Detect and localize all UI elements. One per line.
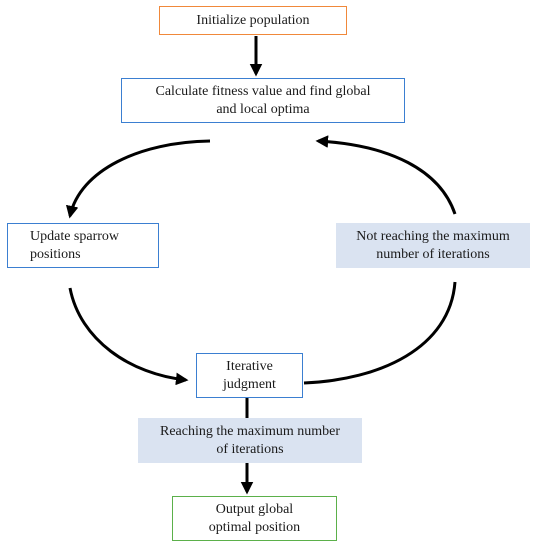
reaching-max-iterations-label: Reaching the maximum number of iteration…: [159, 423, 340, 457]
iterative-judgment-node: Iterative judgment: [196, 353, 303, 398]
update-sparrow-positions-node: Update sparrow positions: [7, 223, 159, 268]
output-optimal-position-label: Output global optimal position: [208, 501, 301, 535]
reaching-max-iterations-node: Reaching the maximum number of iteration…: [138, 418, 362, 463]
calculate-fitness-node: Calculate fitness value and find global …: [121, 78, 405, 123]
not-reaching-max-iterations-label: Not reaching the maximum number of itera…: [356, 228, 510, 262]
arrow-judgment-to-notreaching: [303, 281, 457, 385]
not-reaching-max-iterations-node: Not reaching the maximum number of itera…: [336, 223, 530, 268]
arrow-calc-to-update: [65, 139, 211, 219]
update-sparrow-positions-label: Update sparrow positions: [30, 228, 120, 262]
arrow-notreaching-to-calc: [315, 135, 457, 215]
initialize-population-label: Initialize population: [196, 12, 310, 28]
initialize-population-node: Initialize population: [159, 6, 347, 35]
output-optimal-position-node: Output global optimal position: [172, 496, 337, 541]
iterative-judgment-label: Iterative judgment: [223, 358, 276, 392]
calculate-fitness-label: Calculate fitness value and find global …: [155, 83, 371, 117]
arrow-update-to-judgment: [68, 287, 189, 386]
